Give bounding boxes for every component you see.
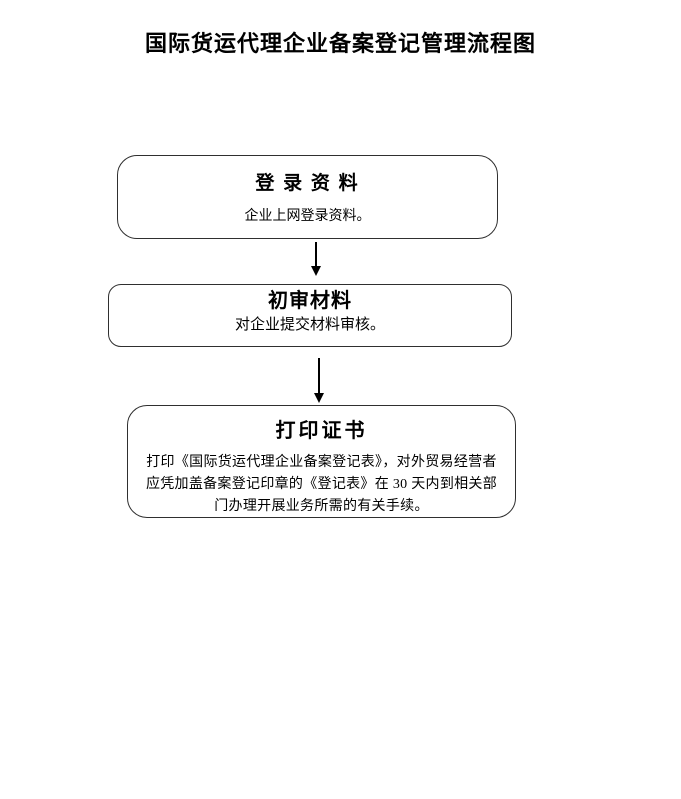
page-title: 国际货运代理企业备案登记管理流程图 — [144, 31, 536, 56]
flow-connector-line-2 — [318, 358, 320, 394]
flow-step-print-certificate-description: 打印《国际货运代理企业备案登记表》，对外贸易经营者应凭加盖备案登记印章的《登记表… — [145, 455, 498, 514]
flow-step-login-data-description: 企业上网登录资料。 — [244, 209, 371, 224]
flow-step-login-data-title: 登 录 资 料 — [255, 173, 360, 194]
flow-step-login-data: 登 录 资 料 企业上网登录资料。 — [117, 155, 498, 239]
flow-step-print-certificate: 打印证书 打印《国际货运代理企业备案登记表》，对外贸易经营者应凭加盖备案登记印章… — [127, 405, 516, 518]
flow-step-initial-review-title: 初审材料 — [268, 290, 352, 312]
arrow-down-icon — [311, 266, 321, 276]
flow-step-initial-review: 初审材料 对企业提交材料审核。 — [108, 284, 512, 347]
flow-step-print-certificate-title: 打印证书 — [275, 420, 368, 442]
flow-connector-line-1 — [315, 242, 317, 267]
flow-step-initial-review-description: 对企业提交材料审核。 — [234, 317, 385, 333]
arrow-down-icon — [314, 393, 324, 403]
